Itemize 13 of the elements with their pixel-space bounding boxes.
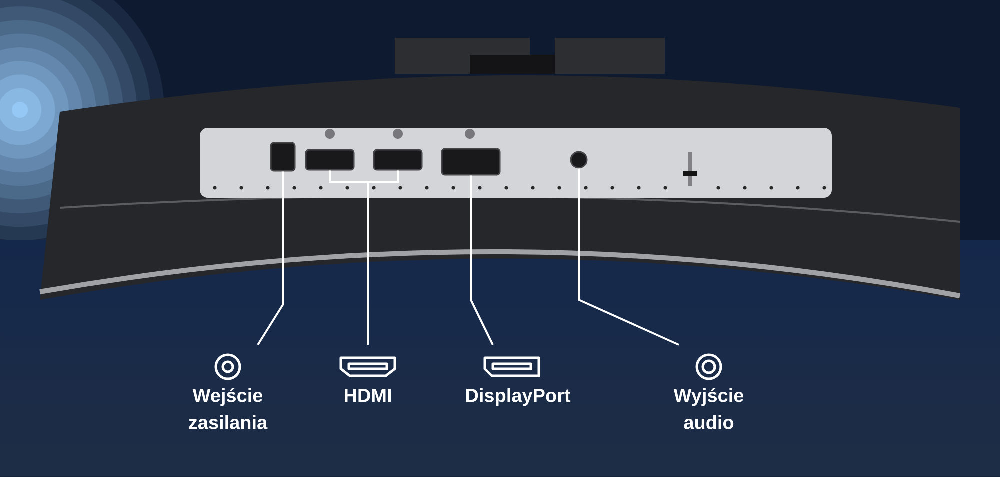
port-label: HDMI [345,389,391,402]
leader-line [578,168,680,346]
port-label: Wejście zasilania [189,388,268,430]
hdmi-port [373,149,423,171]
displayport-port [441,148,501,176]
hdmi-port [305,149,355,171]
leader-line [257,172,284,346]
leader-line [470,176,494,346]
leader-line [367,170,399,345]
port-label: Wyjście audio [674,388,744,430]
power-jack [270,142,296,172]
port-label: DisplayPort [466,388,571,406]
audio-jack [570,151,588,169]
